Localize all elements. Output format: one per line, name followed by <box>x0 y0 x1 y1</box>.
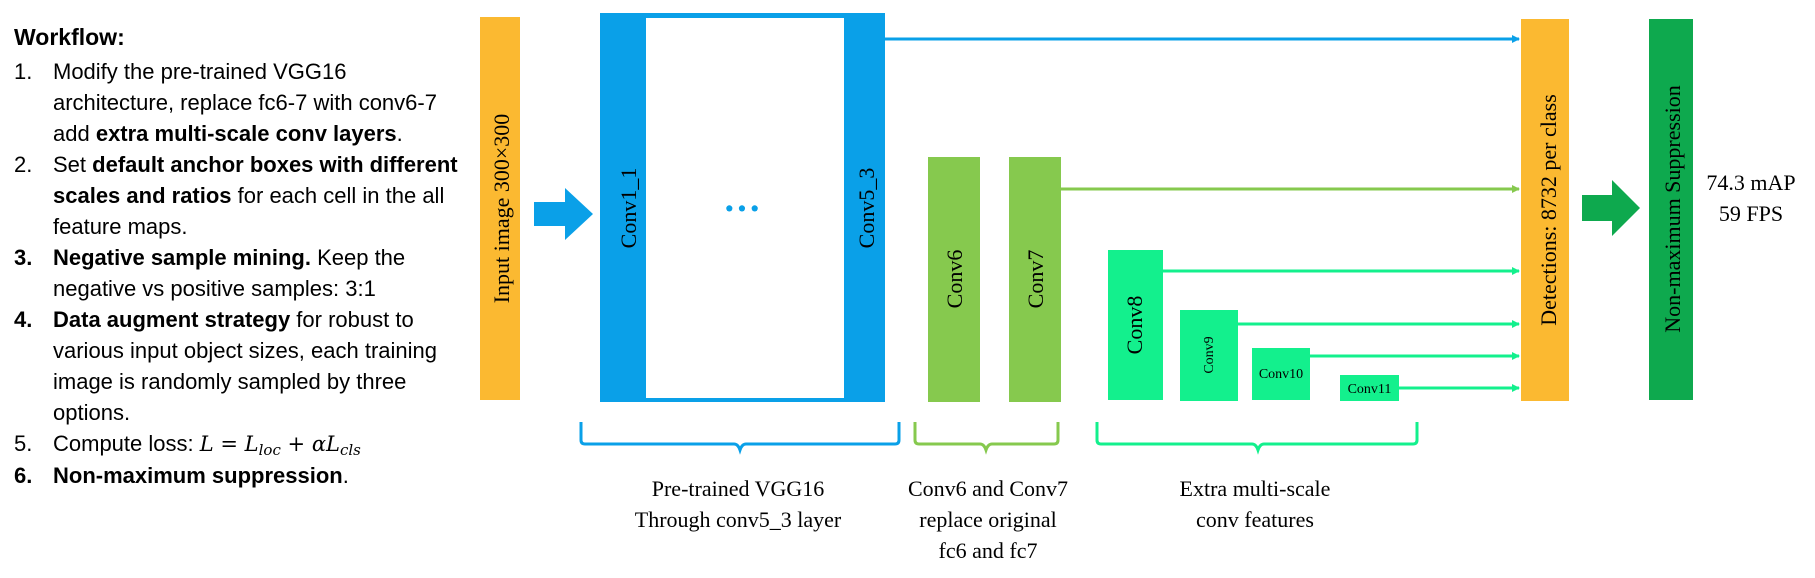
detections-box <box>1521 19 1569 401</box>
conv67-caption-line3: fc6 and fc7 <box>939 538 1038 563</box>
nms-label: Non-maximum Suppression <box>1660 85 1685 333</box>
conv8-label: Conv8 <box>1122 296 1147 355</box>
conv10-block <box>1252 348 1310 400</box>
workflow-title: Workflow: <box>14 24 125 50</box>
conv11-label: Conv11 <box>1348 382 1392 397</box>
result-map: 74.3 mAP <box>1706 170 1795 195</box>
workflow-step-3: 3.Negative sample mining. Keep the negat… <box>14 245 406 301</box>
conv7-label: Conv7 <box>1023 250 1048 309</box>
conv1-label: Conv1_1 <box>616 168 641 249</box>
workflow-step-5: 5.Compute loss: L = Lloc + αLcls <box>14 431 361 459</box>
nms-box <box>1649 19 1693 400</box>
conv6-block <box>928 157 980 402</box>
workflow-step-4: 4.Data augment strategy for robust to va… <box>14 307 437 425</box>
vgg16-caption-line2: Through conv5_3 layer <box>635 507 842 532</box>
extra-caption-line1: Extra multi-scale <box>1180 476 1331 501</box>
vgg16-caption-line1: Pre-trained VGG16 <box>652 476 825 501</box>
conv9-label: Conv9 <box>1202 336 1217 373</box>
conv67-caption-line2: replace original <box>919 507 1056 532</box>
input-arrow <box>534 188 593 240</box>
workflow-step-2: 2.Set default anchor boxes with differen… <box>14 152 458 239</box>
conv11-block <box>1340 375 1399 401</box>
vgg16-brace <box>579 422 901 455</box>
conv6-label: Conv6 <box>942 250 967 309</box>
extra-caption-line2: conv features <box>1196 507 1314 532</box>
detections-label: Detections: 8732 per class <box>1536 94 1561 326</box>
vgg16-inner <box>646 18 844 398</box>
conv7-block <box>1009 157 1061 402</box>
workflow-step-6: 6.Non-maximum suppression. <box>14 463 349 488</box>
extra-conv-brace <box>1095 422 1419 455</box>
conv9-block <box>1180 310 1238 401</box>
workflow-panel: Workflow: 1.Modify the pre-trained VGG16… <box>14 22 459 491</box>
input-image-box <box>480 17 520 400</box>
conv10-label: Conv10 <box>1259 367 1303 382</box>
conv5-label: Conv5_3 <box>854 168 879 249</box>
workflow-step-1: 1.Modify the pre-trained VGG16 architect… <box>14 59 437 146</box>
workflow-list: 1.Modify the pre-trained VGG16 architect… <box>14 56 459 491</box>
vgg16-ellipsis: ··· <box>723 188 761 230</box>
input-image-label: Input image 300×300 <box>489 114 514 304</box>
conv8-block <box>1108 250 1163 400</box>
conv67-caption-line1: Conv6 and Conv7 <box>908 476 1068 501</box>
loss-formula: L = Lloc + αLcls <box>199 432 361 459</box>
conv67-brace <box>913 422 1060 455</box>
result-fps: 59 FPS <box>1719 201 1783 226</box>
detections-to-nms-arrow <box>1582 180 1640 236</box>
